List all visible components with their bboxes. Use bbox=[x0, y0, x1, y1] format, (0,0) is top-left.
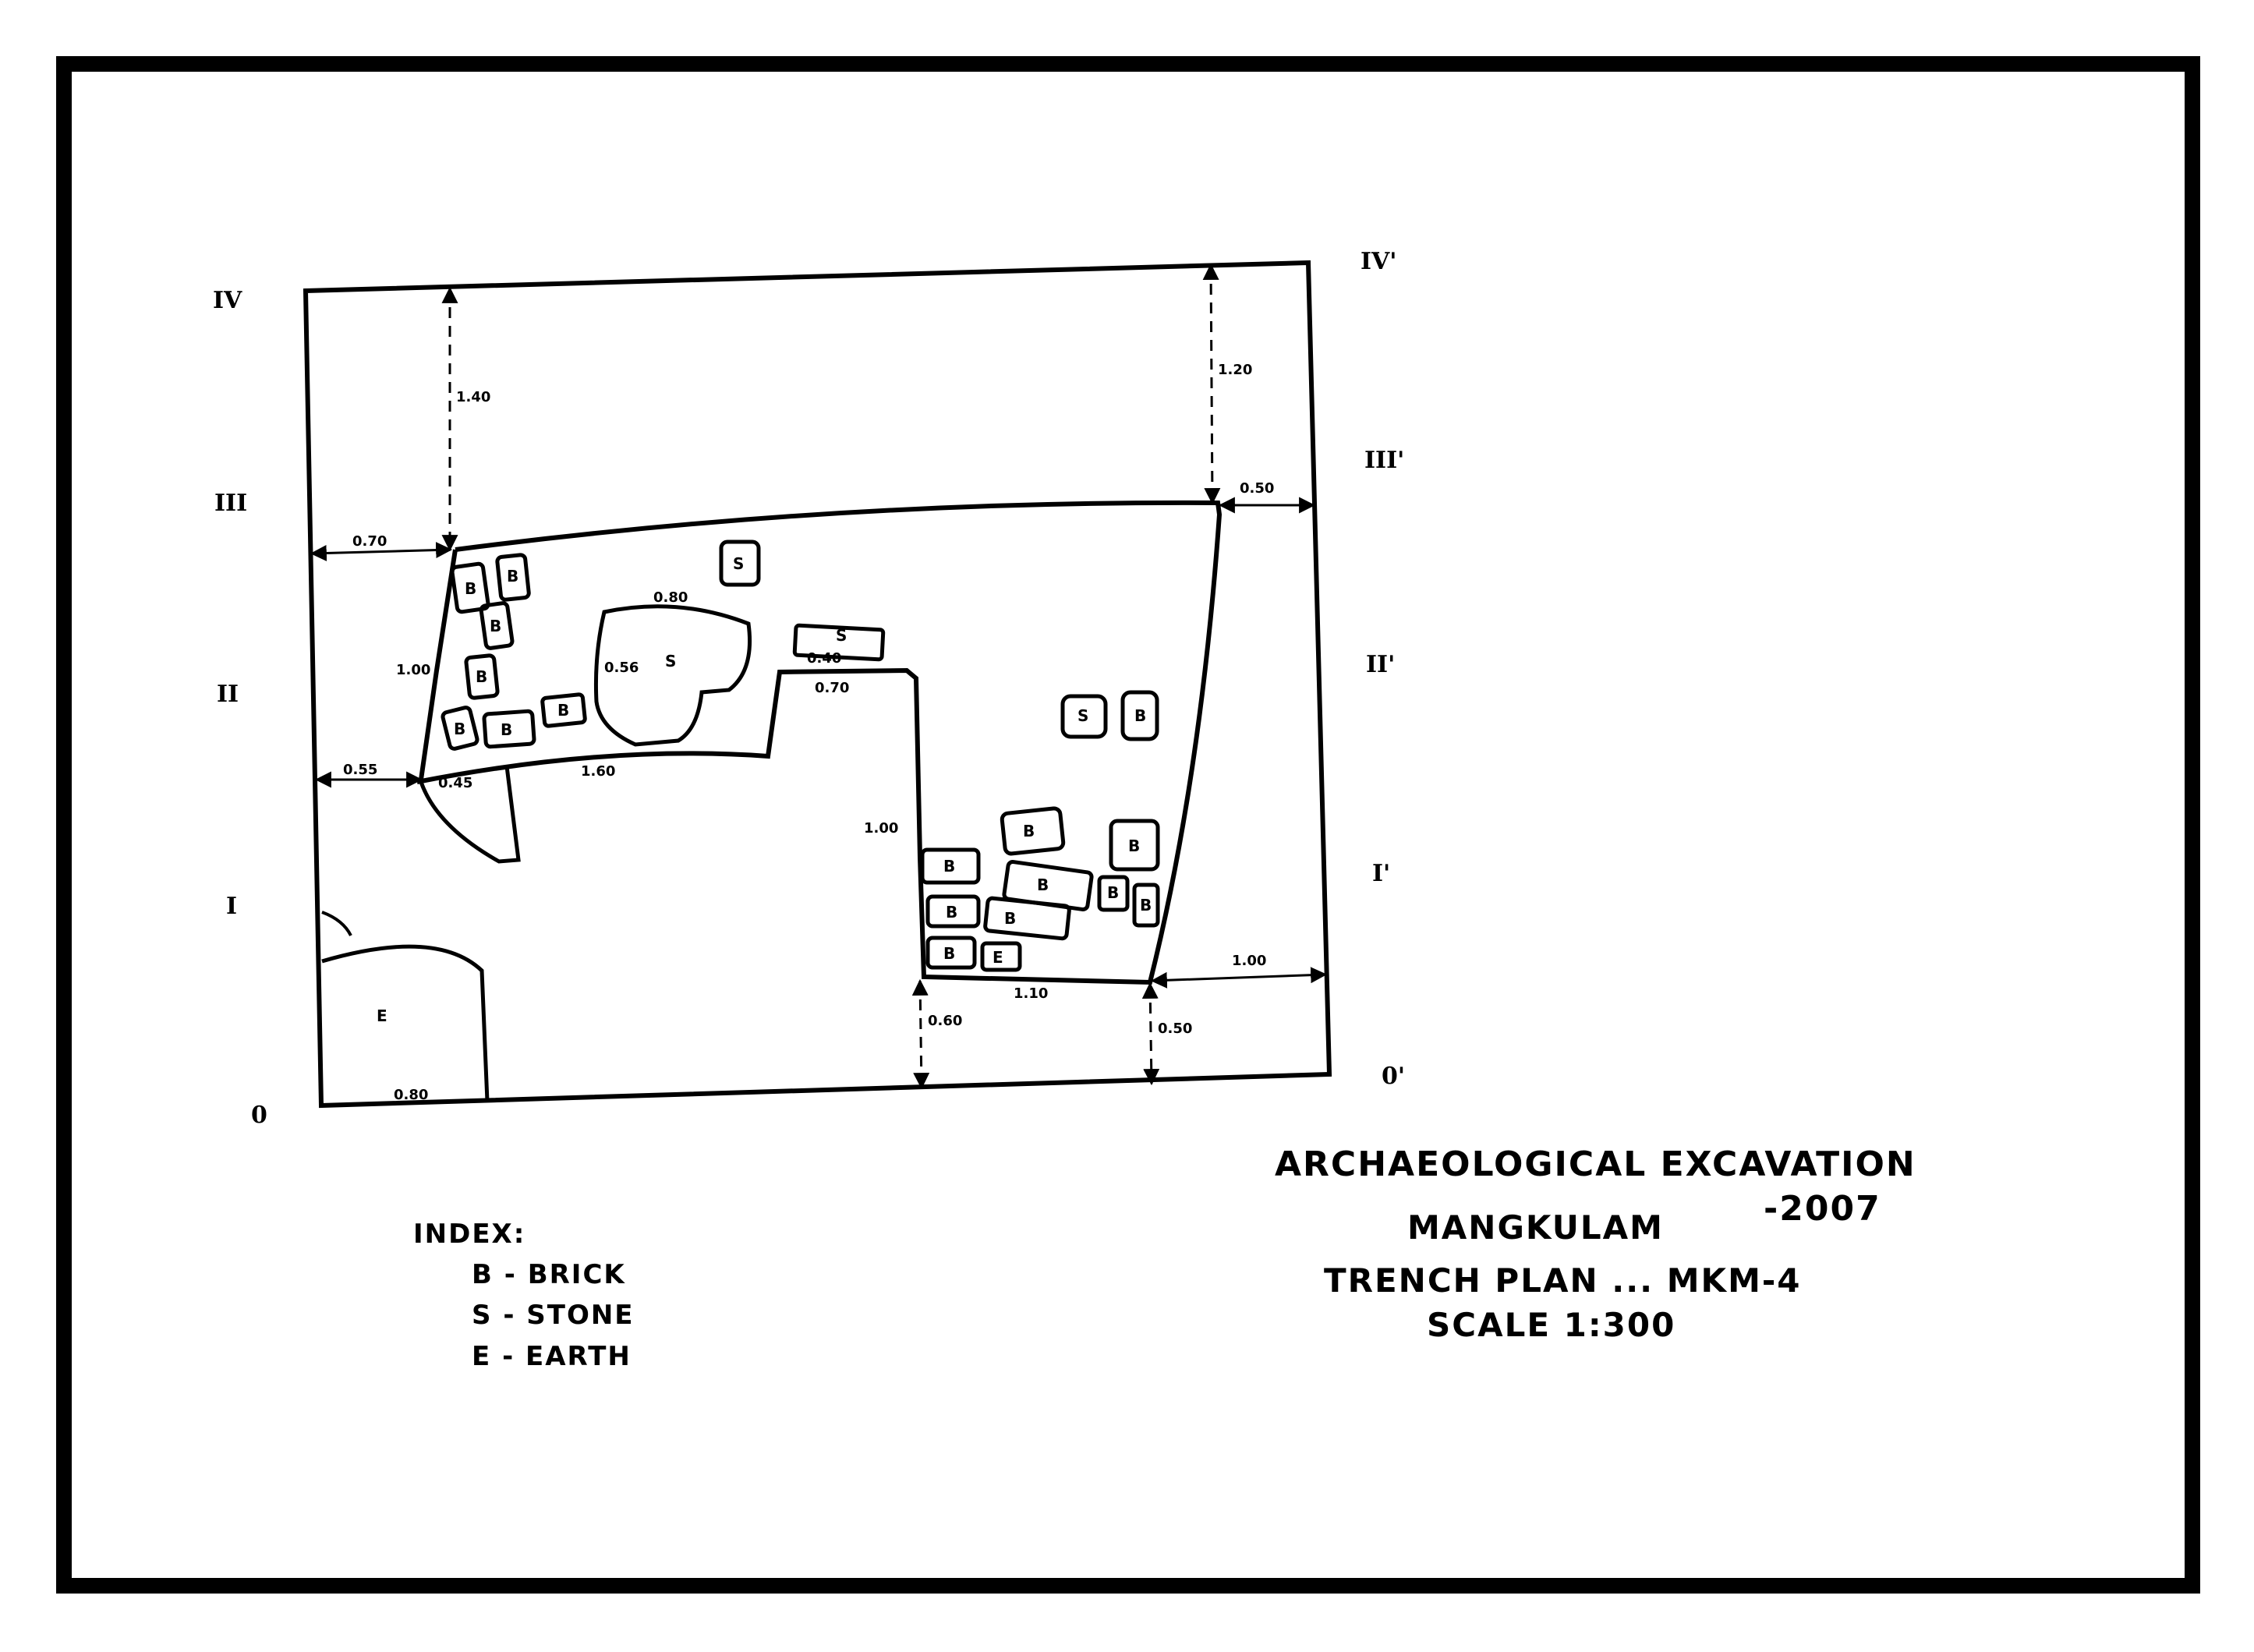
feature-b: B bbox=[557, 701, 569, 720]
grid-label-0-prime: 0' bbox=[1382, 1063, 1405, 1090]
feature-b: B bbox=[465, 579, 476, 598]
feature-b: B bbox=[1037, 876, 1049, 894]
feature-e: E bbox=[377, 1006, 387, 1025]
earth-wedge bbox=[419, 766, 521, 864]
index-item-brick: B - BRICK bbox=[472, 1259, 626, 1290]
dim-1-00-left: 1.00 bbox=[396, 662, 430, 678]
dim-0-70-left: 0.70 bbox=[352, 533, 387, 550]
grid-label-iii: III bbox=[214, 490, 247, 517]
dim-0-80-bottom: 0.80 bbox=[394, 1087, 428, 1103]
index-item-earth: E - EARTH bbox=[472, 1341, 632, 1372]
grid-label-i-prime: I' bbox=[1372, 860, 1390, 887]
feature-b: B bbox=[946, 903, 957, 922]
dimension-labels: 1.40 1.20 0.50 0.70 0.80 0.56 0.40 0.70 … bbox=[343, 362, 1274, 1103]
grid-labels-left: IV III II I 0 bbox=[213, 287, 267, 1129]
grid-label-iv-prime: IV' bbox=[1361, 248, 1397, 275]
feature-b: B bbox=[476, 667, 487, 686]
dim-0-70-mid: 0.70 bbox=[815, 680, 849, 696]
dim-0-45: 0.45 bbox=[438, 775, 472, 791]
dim-0-60: 0.60 bbox=[928, 1013, 962, 1029]
earth-area-top bbox=[321, 911, 352, 936]
title-site: MANGKULAM bbox=[1407, 1208, 1664, 1247]
grid-label-iii-prime: III' bbox=[1364, 447, 1404, 474]
title-scale: SCALE 1:300 bbox=[1427, 1306, 1676, 1344]
grid-label-iv: IV bbox=[213, 287, 242, 314]
feature-s: S bbox=[1077, 706, 1088, 725]
dim-0-50-top: 0.50 bbox=[1240, 480, 1274, 497]
grid-label-ii-prime: II' bbox=[1366, 651, 1395, 678]
feature-b: B bbox=[1023, 822, 1035, 840]
feature-s: S bbox=[665, 652, 676, 670]
feature-s: S bbox=[733, 554, 744, 573]
feature-b: B bbox=[501, 720, 512, 739]
earth-area-outline bbox=[321, 944, 490, 1102]
grid-label-i: I bbox=[226, 893, 237, 920]
border-frame bbox=[56, 56, 2200, 1594]
feature-s: S bbox=[836, 626, 847, 645]
feature-b: B bbox=[1128, 837, 1140, 855]
grid-label-ii: II bbox=[217, 681, 239, 708]
left-cluster bbox=[441, 539, 886, 751]
dim-1-00-mid: 1.00 bbox=[864, 820, 898, 837]
dim-0-55: 0.55 bbox=[343, 762, 377, 778]
dim-0-40: 0.40 bbox=[807, 650, 841, 667]
dim-1-60: 1.60 bbox=[581, 763, 615, 780]
title-line-1: ARCHAEOLOGICAL EXCAVATION bbox=[1275, 1144, 1916, 1184]
dim-0-56: 0.56 bbox=[604, 660, 639, 676]
index-heading: INDEX: bbox=[413, 1219, 526, 1250]
feature-b: B bbox=[1107, 883, 1119, 902]
dim-0-80: 0.80 bbox=[653, 589, 688, 606]
dim-1-10: 1.10 bbox=[1014, 985, 1048, 1002]
feature-b: B bbox=[943, 944, 955, 963]
structure-wall-left bbox=[419, 549, 458, 780]
feature-e: E bbox=[993, 948, 1003, 967]
dim-1-00-right: 1.00 bbox=[1232, 953, 1266, 969]
grid-labels-right: IV' III' II' I' 0' bbox=[1361, 248, 1405, 1090]
dim-1-20: 1.20 bbox=[1218, 362, 1252, 378]
feature-b: B bbox=[1140, 896, 1152, 914]
trench-outline bbox=[303, 260, 1332, 1109]
grid-label-0: 0 bbox=[251, 1102, 267, 1129]
title-plan: TRENCH PLAN ... MKM-4 bbox=[1324, 1261, 1802, 1300]
index-item-stone: S - STONE bbox=[472, 1300, 635, 1331]
stone-mound bbox=[593, 604, 752, 747]
dim-1-40: 1.40 bbox=[456, 389, 490, 405]
dim-0-50-bottom: 0.50 bbox=[1158, 1021, 1192, 1037]
feature-b: B bbox=[490, 617, 501, 635]
feature-b: B bbox=[507, 567, 518, 585]
feature-b: B bbox=[1004, 909, 1016, 928]
feature-b: B bbox=[454, 720, 465, 738]
feature-b: B bbox=[1134, 706, 1146, 725]
right-cluster bbox=[920, 690, 1160, 972]
title-year: -2007 bbox=[1764, 1189, 1881, 1229]
feature-labels: B B B B B B B S S S S B B B B B B B B B … bbox=[377, 554, 1152, 1025]
dimension-lines bbox=[310, 263, 1328, 1090]
feature-b: B bbox=[943, 857, 955, 876]
excavated-area-outline bbox=[416, 500, 1223, 985]
